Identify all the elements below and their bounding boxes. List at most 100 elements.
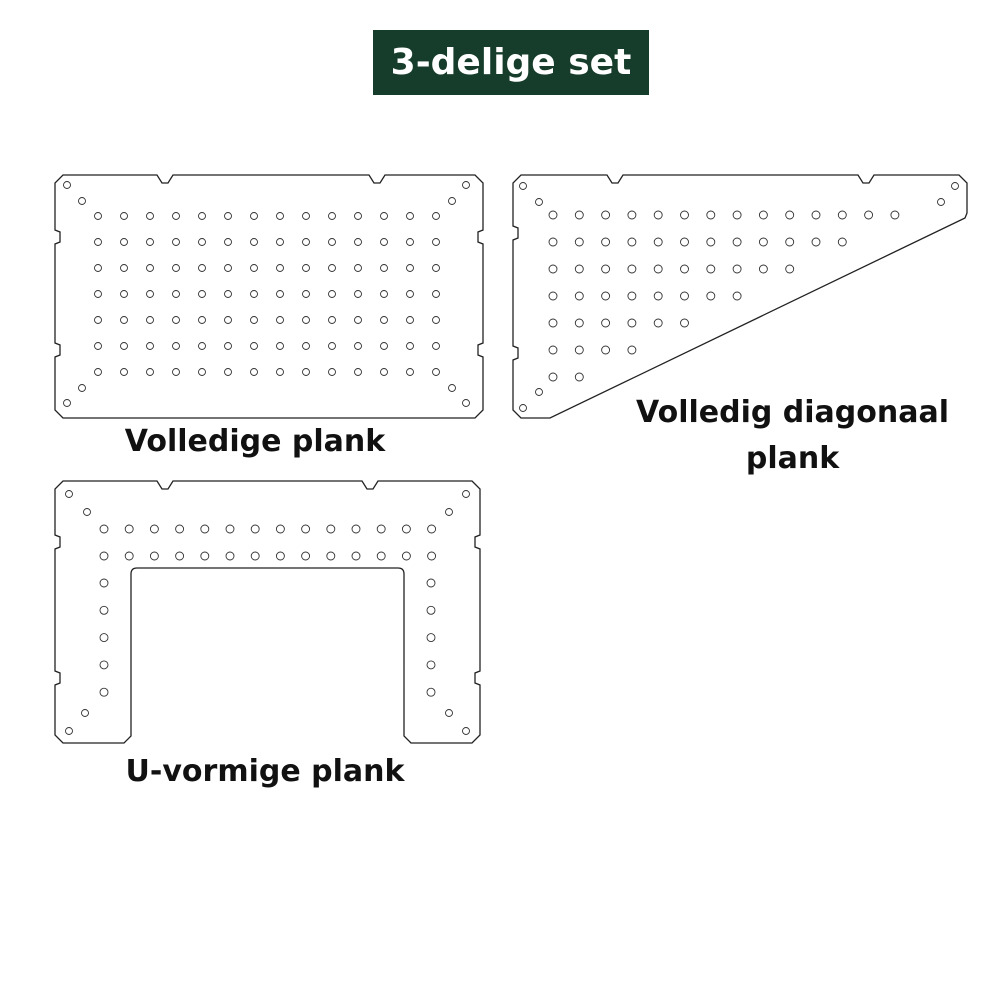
full-panel-hole <box>354 316 362 324</box>
u-panel-hole <box>175 524 185 534</box>
full-panel-hole <box>354 342 362 350</box>
diagonal-panel-hole <box>601 291 611 301</box>
diagonal-panel-hole <box>548 237 558 247</box>
full-panel-hole <box>354 212 362 220</box>
diagonal-panel-hole <box>574 291 584 301</box>
set-title: 3-delige set <box>373 30 649 95</box>
full-panel-hole <box>146 212 154 220</box>
diagonal-panel-hole <box>548 372 558 382</box>
diagonal-panel-hole <box>811 210 821 220</box>
full-panel-hole <box>198 290 206 298</box>
diagonal-panel-hole <box>574 318 584 328</box>
full-panel-hole <box>198 368 206 376</box>
diagonal-panel-hole <box>548 318 558 328</box>
full-panel-hole <box>146 316 154 324</box>
full-panel-hole <box>380 264 388 272</box>
diagonal-panel-hole <box>548 264 558 274</box>
mount-hole <box>535 198 543 206</box>
diagonal-panel-hole <box>732 237 742 247</box>
mount-hole <box>462 727 470 735</box>
u-panel-hole <box>99 633 109 643</box>
full-panel-hole <box>250 342 258 350</box>
full-panel-hole <box>432 264 440 272</box>
full-panel-hole <box>94 212 102 220</box>
u-panel-hole <box>250 551 260 561</box>
full-panel-hole <box>146 264 154 272</box>
diagonal-panel-hole <box>574 372 584 382</box>
diagonal-panel-hole <box>627 264 637 274</box>
full-panel-hole <box>302 316 310 324</box>
diagonal-panel-hole <box>680 318 689 328</box>
u-panel-hole <box>99 660 109 670</box>
u-panel-hole <box>427 524 437 534</box>
diagonal-panel-hole <box>627 210 637 220</box>
full-panel-hole <box>354 368 362 376</box>
full-panel-hole <box>276 264 284 272</box>
u-panel-hole <box>149 524 159 534</box>
full-panel-hole <box>276 316 284 324</box>
mount-hole <box>65 490 73 498</box>
full-panel-hole <box>94 264 102 272</box>
diagonal-panel-hole <box>653 318 663 328</box>
full-panel-hole <box>432 316 440 324</box>
mount-hole <box>462 490 470 498</box>
full-panel-hole <box>432 238 440 246</box>
diagonal-panel-hole <box>758 264 768 274</box>
diagonal-panel-hole <box>548 291 558 301</box>
u-panel-hole <box>99 578 109 588</box>
mount-hole <box>83 508 91 516</box>
mount-hole <box>462 399 470 407</box>
u-panel-hole <box>225 551 235 561</box>
full-panel-hole <box>302 238 310 246</box>
diagonal-panel-hole <box>706 264 716 274</box>
full-panel-hole <box>432 290 440 298</box>
diagonal-panel-hole <box>627 345 637 355</box>
mount-hole <box>81 709 89 717</box>
full-panel-hole <box>198 238 206 246</box>
full-panel-hole <box>380 290 388 298</box>
full-panel-hole <box>172 238 180 246</box>
diagonal-panel-hole <box>574 264 584 274</box>
full-panel-hole <box>328 342 336 350</box>
full-panel-hole <box>146 290 154 298</box>
u-panel-hole <box>351 551 361 561</box>
full-panel-hole <box>406 264 414 272</box>
diagonal-panel-hole <box>627 291 637 301</box>
full-panel-hole <box>250 212 258 220</box>
diagonal-panel-hole <box>785 210 795 220</box>
full-panel-hole <box>276 342 284 350</box>
mount-hole <box>448 197 456 205</box>
u-panel-hole <box>376 551 386 561</box>
diagonal-panel-hole <box>574 345 584 355</box>
u-panel-hole <box>426 687 436 697</box>
u-panel-hole <box>326 524 336 534</box>
mount-hole <box>78 384 86 392</box>
full-panel-hole <box>146 238 154 246</box>
full-panel-hole <box>276 290 284 298</box>
diagonal-panel-hole <box>758 210 768 220</box>
full-panel-hole <box>328 290 336 298</box>
mount-hole <box>63 181 71 189</box>
full-panel-hole <box>120 368 128 376</box>
diagonal-panel-hole <box>680 210 689 220</box>
diagonal-panel-hole <box>864 210 874 220</box>
full-panel-hole <box>224 238 232 246</box>
full-panel-hole <box>198 342 206 350</box>
u-panel-hole <box>426 578 436 588</box>
diagonal-panel-hole <box>548 210 558 220</box>
diagonal-panel-hole <box>601 264 611 274</box>
full-panel-hole <box>172 290 180 298</box>
full-panel-label: Volledige plank <box>124 424 386 459</box>
diagonal-panel-hole <box>548 345 558 355</box>
u-panel-hole <box>301 524 311 534</box>
u-panel-hole <box>301 551 311 561</box>
diagonal-panel-hole <box>627 237 637 247</box>
diagonal-panel-hole <box>811 237 821 247</box>
u-panel-hole <box>149 551 159 561</box>
full-panel-hole <box>406 212 414 220</box>
diagonal-panel-hole <box>680 237 689 247</box>
diagonal-panel-hole <box>706 291 716 301</box>
full-panel-hole <box>172 368 180 376</box>
full-panel-hole <box>276 368 284 376</box>
diagonal-panel-hole <box>653 291 663 301</box>
